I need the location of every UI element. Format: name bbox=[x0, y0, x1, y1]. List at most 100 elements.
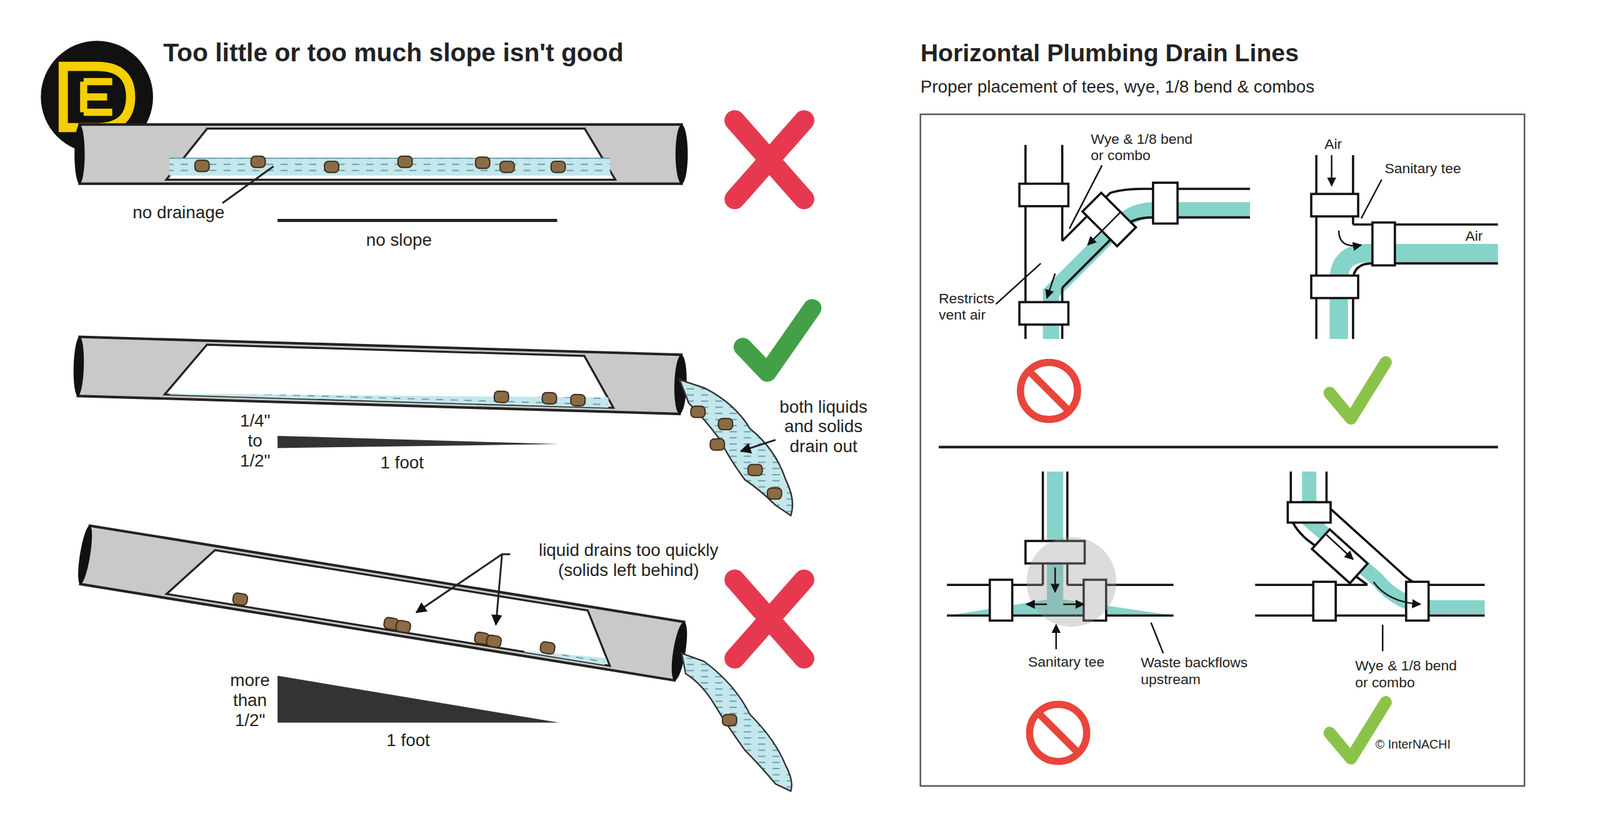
pipe-too-much-slope-part-part bbox=[485, 634, 502, 648]
wye-vertical-bad-part bbox=[1069, 165, 1102, 229]
logo-part bbox=[83, 81, 113, 113]
callout-label: both liquids and solids drain out bbox=[775, 396, 872, 457]
wye-vertical-bad-part bbox=[1019, 183, 1069, 207]
wye-vertical-bad-part bbox=[1082, 192, 1136, 246]
verdict-symbols-part bbox=[1029, 371, 1069, 410]
right-panel-frame-part bbox=[920, 114, 1525, 786]
pipe-no-slope bbox=[74, 124, 688, 184]
sanitary-tee-horizontal-bad-part bbox=[1026, 536, 1117, 627]
pipe-no-slope-part-part bbox=[475, 156, 490, 169]
sanitary-tee-horizontal-bad-part bbox=[1063, 603, 1084, 605]
callout-label: 1 foot bbox=[386, 730, 430, 750]
right-panel-frame bbox=[920, 114, 1525, 786]
wye-horizontal-good-part bbox=[1381, 624, 1384, 651]
sanitary-tee-vertical-good-part bbox=[1330, 155, 1332, 186]
outflow-correct-part bbox=[679, 379, 793, 515]
pipe-no-slope-part-part bbox=[551, 161, 566, 173]
sanitary-tee-horizontal-bad-part bbox=[1054, 566, 1056, 592]
callout-label: more than 1/2" bbox=[221, 670, 279, 730]
wye-vertical-bad-part bbox=[995, 263, 1041, 304]
leader-lines bbox=[222, 166, 776, 625]
outflow-too-fast-part bbox=[681, 653, 792, 791]
wye-horizontal-good-part bbox=[1373, 581, 1421, 604]
sanitary-tee-vertical-good-part bbox=[1372, 222, 1395, 266]
logo-part bbox=[63, 66, 131, 128]
slope-dimensions-part bbox=[277, 675, 560, 722]
pipe-no-slope-part bbox=[169, 157, 610, 159]
wye-horizontal-good bbox=[1255, 471, 1485, 651]
pipe-too-much-slope-part bbox=[166, 543, 619, 665]
pipe-no-slope-part bbox=[79, 124, 682, 184]
panel-title: Too little or too much slope isn't good bbox=[163, 38, 624, 68]
outflow-too-fast bbox=[681, 653, 792, 791]
callout-label: no slope bbox=[366, 230, 432, 250]
outflow-correct-part-part bbox=[690, 406, 705, 418]
verdict-symbols-part bbox=[1038, 713, 1078, 752]
pipe-no-slope-part-part bbox=[500, 161, 515, 173]
pipe-too-much-slope-part bbox=[524, 644, 607, 665]
pipe-no-slope-part-part bbox=[251, 156, 266, 168]
wye-horizontal-good-part bbox=[1290, 471, 1367, 585]
outflow-too-fast-part bbox=[722, 714, 737, 726]
callout-label: Wye & 1/8 bend or combo bbox=[1090, 130, 1209, 164]
callout-label: Waste backflows upstream bbox=[1140, 653, 1265, 687]
sanitary-tee-horizontal-bad bbox=[946, 471, 1174, 654]
wye-horizontal-good-part bbox=[1326, 534, 1353, 559]
outflow-correct bbox=[679, 379, 793, 515]
verdict-symbols bbox=[1020, 361, 1386, 761]
verdict-marks-part bbox=[735, 579, 805, 659]
pipe-too-much-slope-part bbox=[75, 524, 95, 585]
wye-horizontal-good-part bbox=[1287, 501, 1331, 523]
pipe-correct-slope-part-part bbox=[494, 390, 509, 403]
sanitary-tee-vertical-good-part bbox=[1311, 193, 1359, 217]
pipe-no-slope-part-part bbox=[195, 160, 210, 172]
pipe-too-much-slope-part bbox=[231, 591, 556, 657]
right-panel-frame-part bbox=[938, 445, 1499, 449]
wye-horizontal-good-part bbox=[1255, 613, 1485, 617]
pipe-correct-slope bbox=[72, 336, 688, 414]
wye-horizontal-good-part bbox=[1313, 581, 1336, 620]
wye-vertical-bad-part bbox=[1062, 217, 1250, 289]
pipe-correct-slope-part bbox=[170, 384, 609, 408]
panel-title: Horizontal Plumbing Drain Lines bbox=[920, 38, 1299, 67]
leader-lines-part bbox=[495, 553, 502, 625]
copyright-note: © InterNACHI bbox=[1375, 736, 1451, 752]
sanitary-tee-vertical-good-part bbox=[1338, 253, 1499, 339]
sanitary-tee-vertical-good bbox=[1311, 155, 1499, 339]
wye-horizontal-good-part bbox=[1423, 583, 1485, 586]
outflow-correct-part-part bbox=[748, 464, 763, 476]
pipe-no-slope-part-part bbox=[324, 161, 339, 173]
callout-label: 1/4" to 1/2" bbox=[233, 410, 277, 471]
wye-vertical-bad bbox=[995, 145, 1250, 339]
callout-label: Air bbox=[1324, 135, 1342, 152]
sanitary-tee-horizontal-bad-part bbox=[1055, 624, 1057, 649]
sanitary-tee-horizontal-bad-part bbox=[1151, 622, 1164, 654]
wye-vertical-bad-part bbox=[1019, 301, 1069, 325]
pipe-no-slope-part bbox=[169, 158, 610, 176]
outflow-correct-part bbox=[690, 406, 782, 500]
pipe-no-slope-part bbox=[74, 124, 85, 184]
pipe-too-much-slope-part-part bbox=[395, 619, 411, 633]
pipe-no-slope-part-part bbox=[398, 156, 413, 168]
pipe-correct-slope-part bbox=[164, 343, 615, 408]
slope-dimensions-part bbox=[277, 218, 557, 222]
leader-lines-part bbox=[222, 166, 274, 204]
callout-label: Sanitary tee bbox=[1385, 160, 1462, 177]
sanitary-tee-horizontal-bad-part bbox=[1026, 603, 1047, 605]
pipe-correct-slope-part-part bbox=[570, 394, 585, 407]
verdict-symbols-part bbox=[1329, 361, 1386, 419]
outflow-correct-part-part bbox=[718, 418, 733, 430]
pipe-no-slope-part bbox=[195, 156, 566, 173]
pipe-correct-slope-part bbox=[78, 336, 682, 414]
verdict-marks bbox=[735, 120, 813, 659]
callout-label: 1 foot bbox=[380, 452, 425, 473]
sanitary-tee-vertical-good-part bbox=[1311, 275, 1359, 299]
sanitary-tee-horizontal-bad-part bbox=[990, 579, 1013, 620]
verdict-marks-part bbox=[735, 120, 805, 200]
sanitary-tee-vertical-good-part bbox=[1361, 179, 1382, 219]
subtitle: Proper placement of tees, wye, 1/8 bend … bbox=[920, 76, 1315, 97]
verdict-symbols-part bbox=[1020, 361, 1078, 419]
verdict-symbols-part bbox=[1029, 703, 1087, 761]
pipe-too-much-slope-part-part bbox=[232, 591, 249, 605]
outflow-correct-part-part bbox=[767, 487, 782, 499]
